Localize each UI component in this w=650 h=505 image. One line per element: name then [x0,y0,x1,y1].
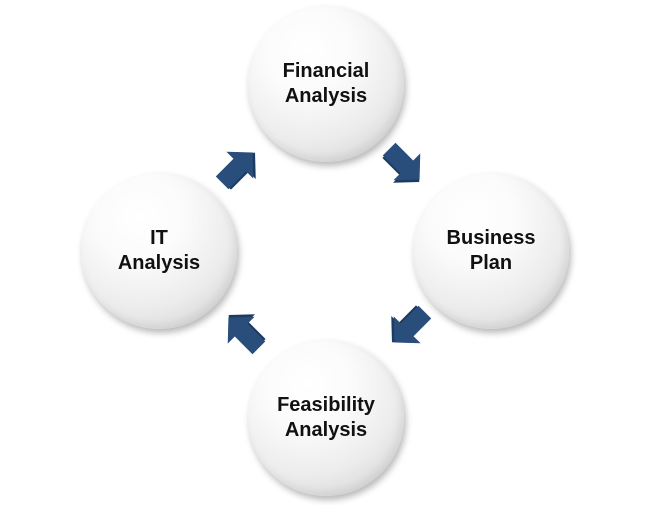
node-label: IT Analysis [117,227,201,274]
arrow-icon [215,151,256,190]
node-label: Financial Analysis [282,60,370,107]
node-label: Feasibility Analysis [277,394,375,441]
node-business-plan: Business Plan [413,173,569,329]
node-it-analysis: IT Analysis [81,173,237,329]
node-label: Business Plan [446,227,536,274]
node-financial-analysis: Financial Analysis [248,6,404,162]
node-feasibility-analysis: Feasibility Analysis [248,340,404,496]
arrow-icon [391,305,432,344]
arrow-icon [227,314,266,355]
arrow-icon [382,142,421,183]
